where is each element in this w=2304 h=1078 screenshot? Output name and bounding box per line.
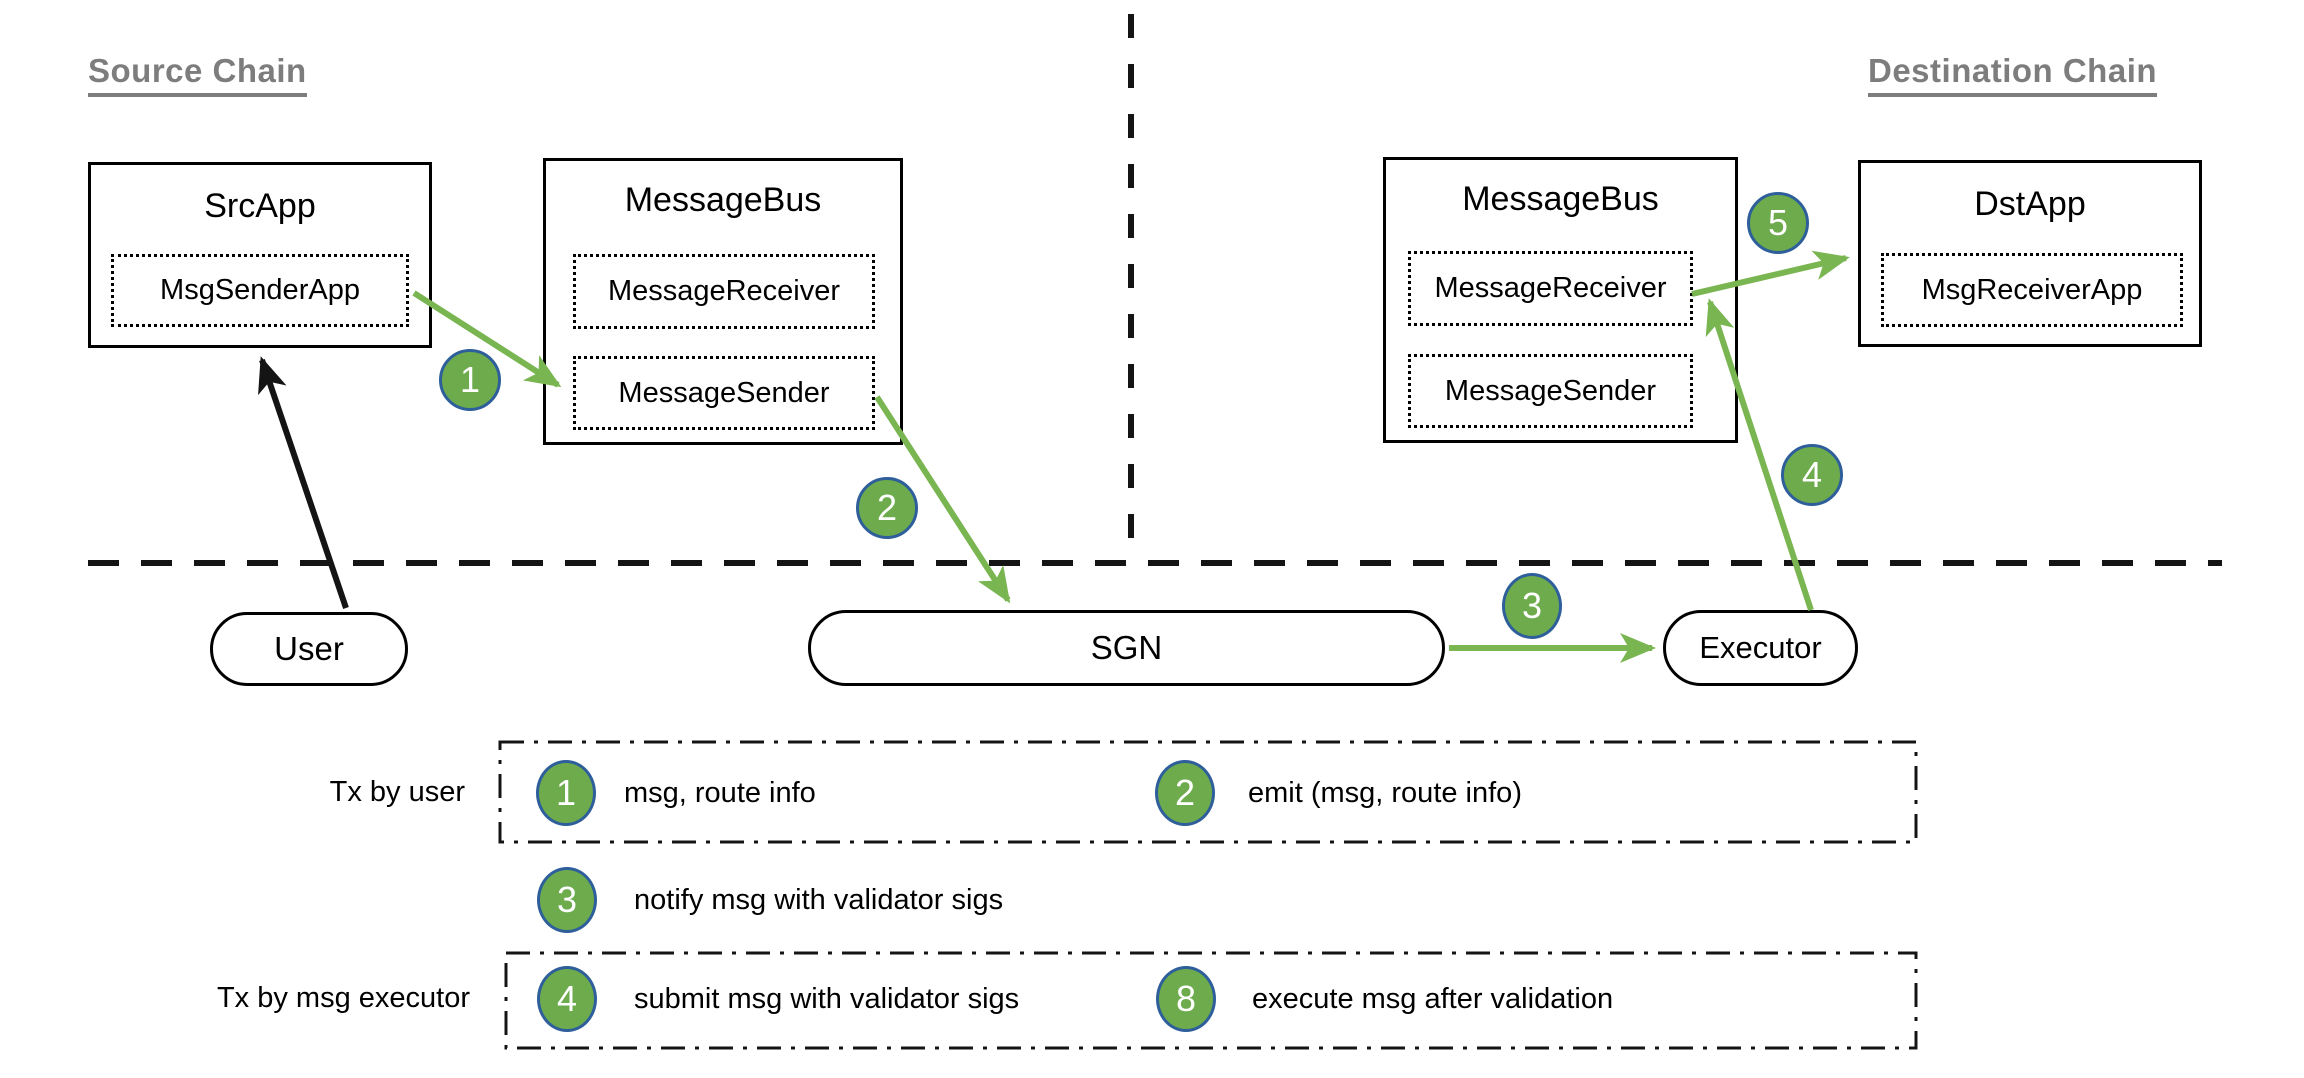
step-badge-3: 3: [1502, 573, 1562, 639]
msg-receiver-app-box: MsgReceiverApp: [1881, 253, 2183, 327]
legend-text-step8: execute msg after validation: [1252, 983, 1614, 1015]
src-app-box: SrcApp MsgSenderApp: [88, 162, 432, 348]
message-receiver-destination-box: MessageReceiver: [1408, 251, 1693, 326]
legend-badge-4: 4: [537, 966, 597, 1032]
step-badge-4: 4: [1781, 444, 1843, 506]
executor-pill: Executor: [1663, 610, 1858, 686]
legend-text-step4: submit msg with validator sigs: [634, 983, 1020, 1015]
dst-app-box: DstApp MsgReceiverApp: [1858, 160, 2202, 347]
dst-app-title: DstApp: [1974, 185, 2086, 223]
message-sender-source-box: MessageSender: [573, 356, 875, 430]
message-sender-destination-box: MessageSender: [1408, 354, 1693, 428]
step-badge-5: 5: [1747, 192, 1809, 254]
legend-badge-2: 2: [1155, 760, 1215, 826]
message-bus-destination-title: MessageBus: [1462, 180, 1659, 218]
message-bus-source-title: MessageBus: [624, 181, 822, 219]
user-pill: User: [210, 612, 408, 686]
sgn-pill: SGN: [808, 610, 1445, 686]
legend-badge-1: 1: [536, 760, 596, 826]
user-to-srcapp-arrow: [258, 356, 349, 609]
legend-text-step3: notify msg with validator sigs: [634, 884, 1004, 916]
msg-sender-app-box: MsgSenderApp: [111, 254, 409, 327]
message-receiver-source-box: MessageReceiver: [573, 254, 875, 329]
step-badge-1: 1: [439, 349, 501, 411]
source-chain-heading: Source Chain: [88, 52, 307, 97]
message-bus-source-box: MessageBus MessageReceiver MessageSender: [543, 158, 903, 445]
src-app-title: SrcApp: [204, 187, 316, 225]
destination-chain-heading: Destination Chain: [1868, 52, 2158, 97]
legend-badge-8: 8: [1156, 966, 1216, 1032]
legend-text-step1: msg, route info: [624, 777, 816, 809]
legend-text-step2: emit (msg, route info): [1248, 777, 1522, 809]
step-badge-2: 2: [856, 477, 918, 539]
message-bus-destination-box: MessageBus MessageReceiver MessageSender: [1383, 157, 1738, 443]
legend-badge-3: 3: [537, 867, 597, 933]
legend-label-tx-by-msg-executor: Tx by msg executor: [216, 982, 470, 1014]
legend-label-tx-by-user: Tx by user: [329, 776, 465, 808]
